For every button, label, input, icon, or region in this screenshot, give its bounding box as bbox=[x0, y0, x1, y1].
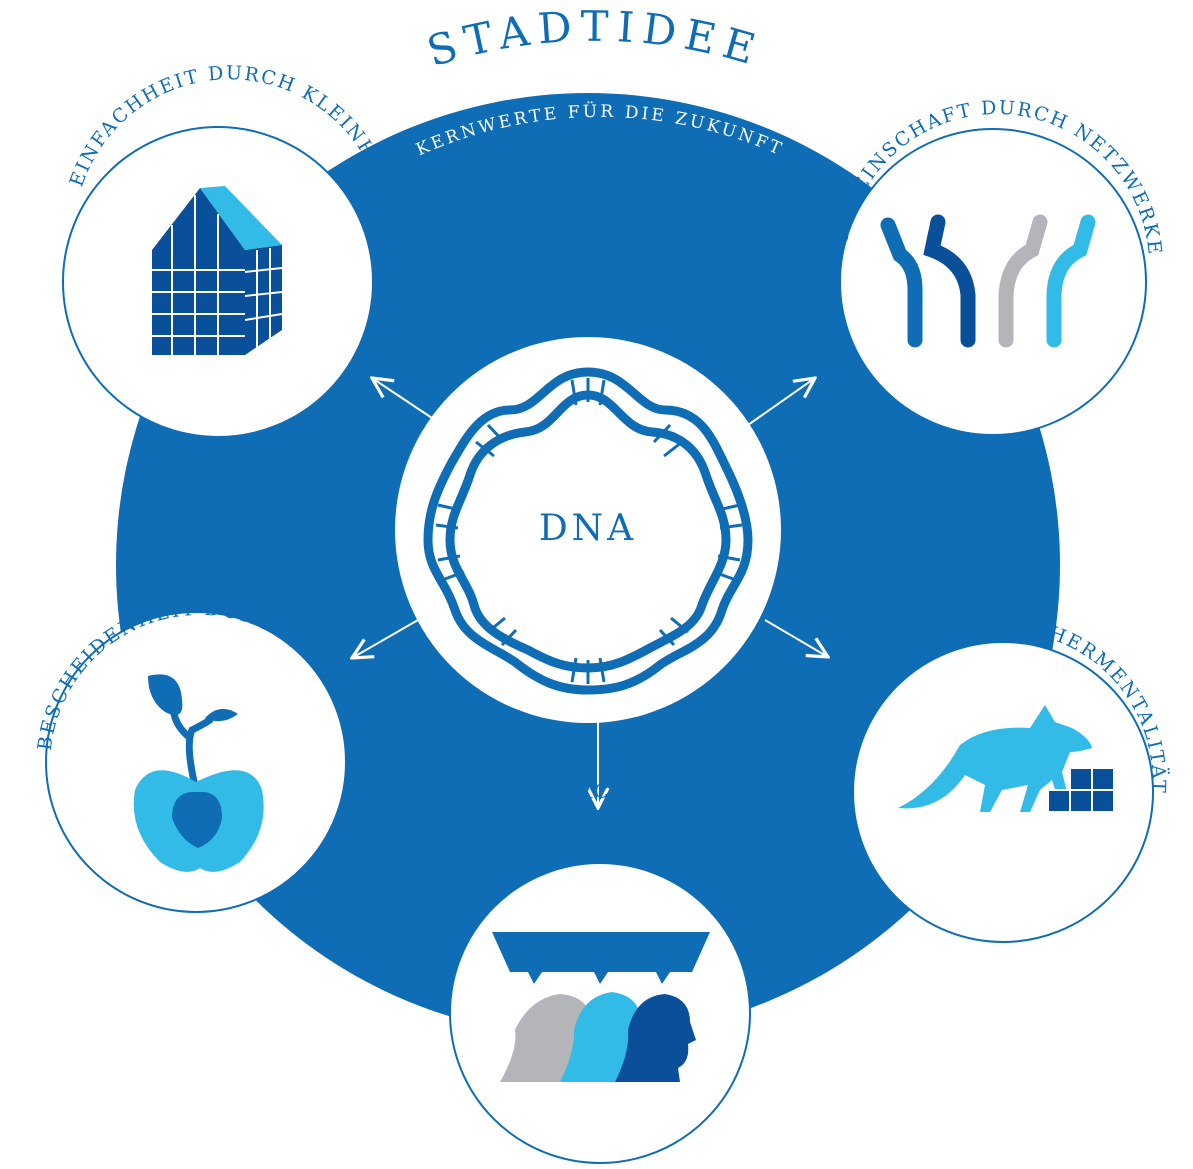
connector-arrows bbox=[352, 378, 828, 808]
dna-label: DNA bbox=[539, 508, 637, 549]
arrow-to-gemeinschaft bbox=[747, 378, 815, 426]
value-vorreiter: VORREITER DURCH MACHERMENTALITÄT bbox=[835, 614, 1169, 943]
value-gemeinschaft: GEMEINSCHAFT DURCH NETZWERKE bbox=[830, 97, 1164, 436]
dna-center: DNA bbox=[395, 337, 781, 723]
arrow-to-einfachheit bbox=[372, 378, 433, 419]
arrow-to-bescheidenheit bbox=[352, 619, 419, 658]
fox-with-blocks-icon bbox=[898, 705, 1115, 813]
seedling-apple-icon bbox=[133, 674, 264, 872]
raised-hands-icon bbox=[880, 214, 1096, 348]
speaking-heads-icon bbox=[492, 932, 710, 1082]
house-icon bbox=[152, 186, 283, 355]
diagram-title: STADTIDEE bbox=[422, 2, 769, 76]
arrow-to-vorreiter bbox=[764, 619, 828, 657]
dna-helix-icon bbox=[423, 367, 753, 695]
